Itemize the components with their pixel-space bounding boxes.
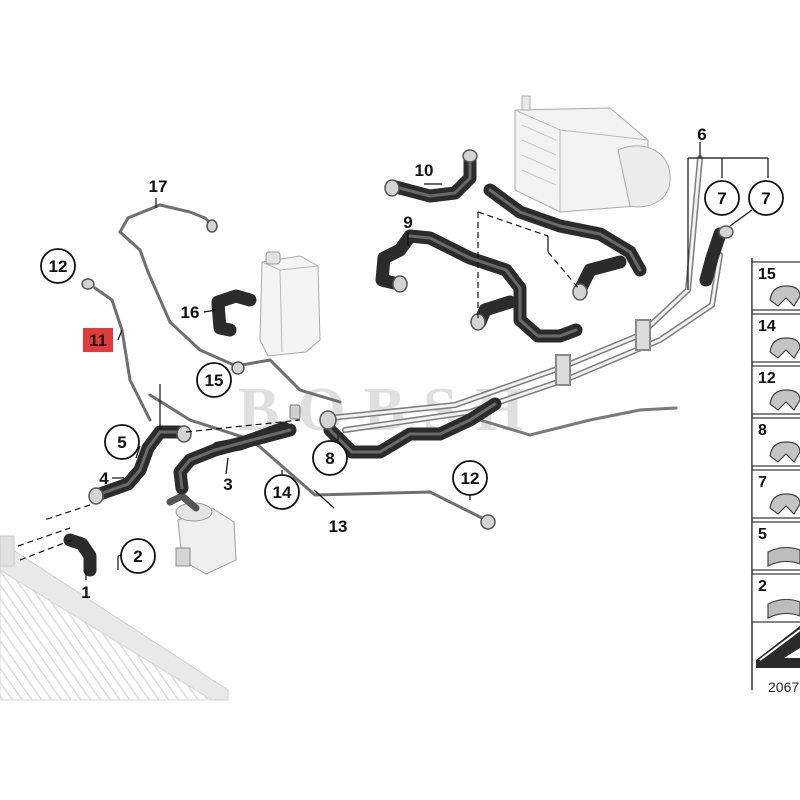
callout-9: 9 <box>403 213 412 232</box>
callout-label: 6 <box>697 125 706 144</box>
hose-clamp-icon <box>767 546 800 567</box>
side-panel-item-2: 2 <box>751 573 800 623</box>
hose-clamp-icon <box>767 598 800 619</box>
callout-17: 17 <box>149 177 168 196</box>
side-panel-item-7: 7 <box>751 469 800 519</box>
callout-label: 1 <box>81 583 90 602</box>
hose-clamp-icon <box>769 441 800 463</box>
callout-13: 13 <box>329 517 348 536</box>
callout-label: 12 <box>49 257 68 276</box>
callout-8: 8 <box>312 440 348 476</box>
intercooler-unit <box>514 95 671 213</box>
callout-circle <box>312 440 348 476</box>
callout-circle <box>452 460 488 496</box>
callout-16: 16 <box>181 303 200 322</box>
callout-12-b: 12 <box>452 460 488 496</box>
callout-15: 15 <box>196 362 232 398</box>
callout-3: 3 <box>223 475 232 494</box>
side-panel-item-12: 12 <box>751 365 800 415</box>
side-panel-item-5: 5 <box>751 521 800 571</box>
callout-circle <box>196 362 232 398</box>
side-panel-item-8: 8 <box>751 417 800 467</box>
side-panel-label: 12 <box>758 370 776 387</box>
callout-label: 12 <box>461 469 480 488</box>
hose-clamp-icon <box>769 285 800 307</box>
callout-label: 7 <box>761 189 770 208</box>
diagram-ref-number: 2067 <box>768 679 799 695</box>
callout-label: 13 <box>329 517 348 536</box>
side-panel-label: 2 <box>758 578 767 595</box>
side-panel-label: 7 <box>758 474 767 491</box>
callout-label: 8 <box>325 449 334 468</box>
callout-1: 1 <box>81 583 90 602</box>
side-panel-label: 15 <box>758 266 776 283</box>
side-panel-label: 5 <box>758 526 767 543</box>
coolant-hoses <box>63 149 734 577</box>
callout-2: 2 <box>120 538 156 574</box>
callout-circle <box>748 180 784 216</box>
callout-14: 14 <box>264 474 300 510</box>
radiator <box>0 535 229 701</box>
callout-label: 16 <box>181 303 200 322</box>
callout-label: 7 <box>717 189 726 208</box>
callout-label: 3 <box>223 475 232 494</box>
hose-clamp-icon <box>769 389 800 411</box>
side-panel-item-15: 15 <box>751 261 800 311</box>
callout-7-b: 7 <box>748 180 784 216</box>
callout-label: 9 <box>403 213 412 232</box>
hose-clamp-icon <box>769 493 800 515</box>
callout-10: 10 <box>415 161 434 180</box>
callout-circle <box>40 248 76 284</box>
callout-12: 12 <box>40 248 76 284</box>
callout-label: 5 <box>117 433 126 452</box>
side-panel-item-14: 14 <box>751 313 800 363</box>
callout-4: 4 <box>99 469 109 488</box>
callout-label: 17 <box>149 177 168 196</box>
callout-7: 7 <box>704 180 740 216</box>
coolant-rails <box>93 155 723 524</box>
callout-label: 15 <box>205 371 224 390</box>
callout-label: 14 <box>273 483 292 502</box>
water-pump <box>166 491 237 575</box>
side-panel-label: 8 <box>758 422 767 439</box>
callout-circle <box>264 474 300 510</box>
callout-label: 2 <box>133 547 142 566</box>
side-panel: 15 14 12 8 7 5 2 2067 <box>751 258 800 695</box>
hose-clamp-icon <box>769 337 800 359</box>
callout-label: 10 <box>415 161 434 180</box>
callout-circle <box>120 538 156 574</box>
callout-label: 4 <box>99 469 109 488</box>
callout-11: 11 <box>83 328 113 352</box>
callout-circle <box>704 180 740 216</box>
callout-5: 5 <box>104 424 140 460</box>
reference-arrow-icon <box>756 626 800 668</box>
leader-lines <box>17 142 769 580</box>
side-panel-label: 14 <box>758 318 776 335</box>
callout-highlight <box>83 328 113 352</box>
expansion-tank <box>259 251 321 420</box>
callout-6: 6 <box>697 125 706 144</box>
callout-label: 11 <box>89 331 107 350</box>
callout-circle <box>104 424 140 460</box>
